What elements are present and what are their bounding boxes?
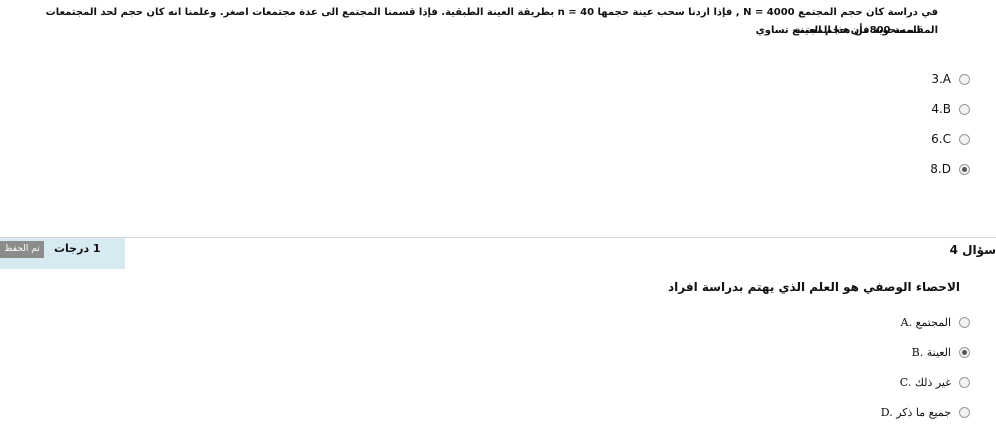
q4-option-a-label: A. المجتمع [900,315,951,329]
q3-option-b-label: 4.B [931,102,951,116]
q4-option-a-radio[interactable] [959,316,970,328]
question-4-info-box: تم الحفظ 1 درجات [0,238,125,269]
q3-option-d-radio[interactable] [959,163,970,175]
q3-option-d-label: 8.D [930,162,951,176]
q4-option-b-radio[interactable] [959,346,970,358]
question-3-text-line-2: المسحوبة من هذا المجتمع تساوي [755,25,920,36]
q3-option-c-label: 6.C [931,132,951,146]
q4-option-c-label: C. غير ذلك [899,375,951,389]
q3-option-b[interactable]: 4.B [931,100,970,118]
question-divider [0,237,996,238]
question-3-text-line-1: في دراسة كان حجم المجتمع N = 4000 , فإذا… [45,7,938,36]
q3-option-c-radio[interactable] [959,133,970,145]
q4-option-b-label: B. العينة [911,345,951,359]
saved-status-button[interactable]: تم الحفظ [0,241,44,258]
question-marks: 1 درجات [54,242,101,255]
question-4-number: سؤال 4 [949,243,996,257]
q3-option-a-radio[interactable] [959,73,970,85]
q4-option-c-radio[interactable] [959,376,970,388]
q4-option-d-label: D. جميع ما ذكر [880,405,951,419]
q4-option-c[interactable]: C. غير ذلك [900,373,970,391]
q3-option-c[interactable]: 6.C [931,130,970,148]
q4-option-b[interactable]: B. العينة [912,343,970,361]
q3-option-b-radio[interactable] [959,103,970,115]
q3-option-d[interactable]: 8.D [930,160,970,178]
q4-option-d-radio[interactable] [959,406,970,418]
q4-option-a[interactable]: A. المجتمع [901,313,970,331]
q3-option-a-label: 3.A [931,72,951,86]
q3-option-a[interactable]: 3.A [931,70,970,88]
question-4-text: الاحصاء الوصفي هو العلم الذي يهتم بدراسة… [668,280,960,294]
q4-option-d[interactable]: D. جميع ما ذكر [881,403,970,421]
